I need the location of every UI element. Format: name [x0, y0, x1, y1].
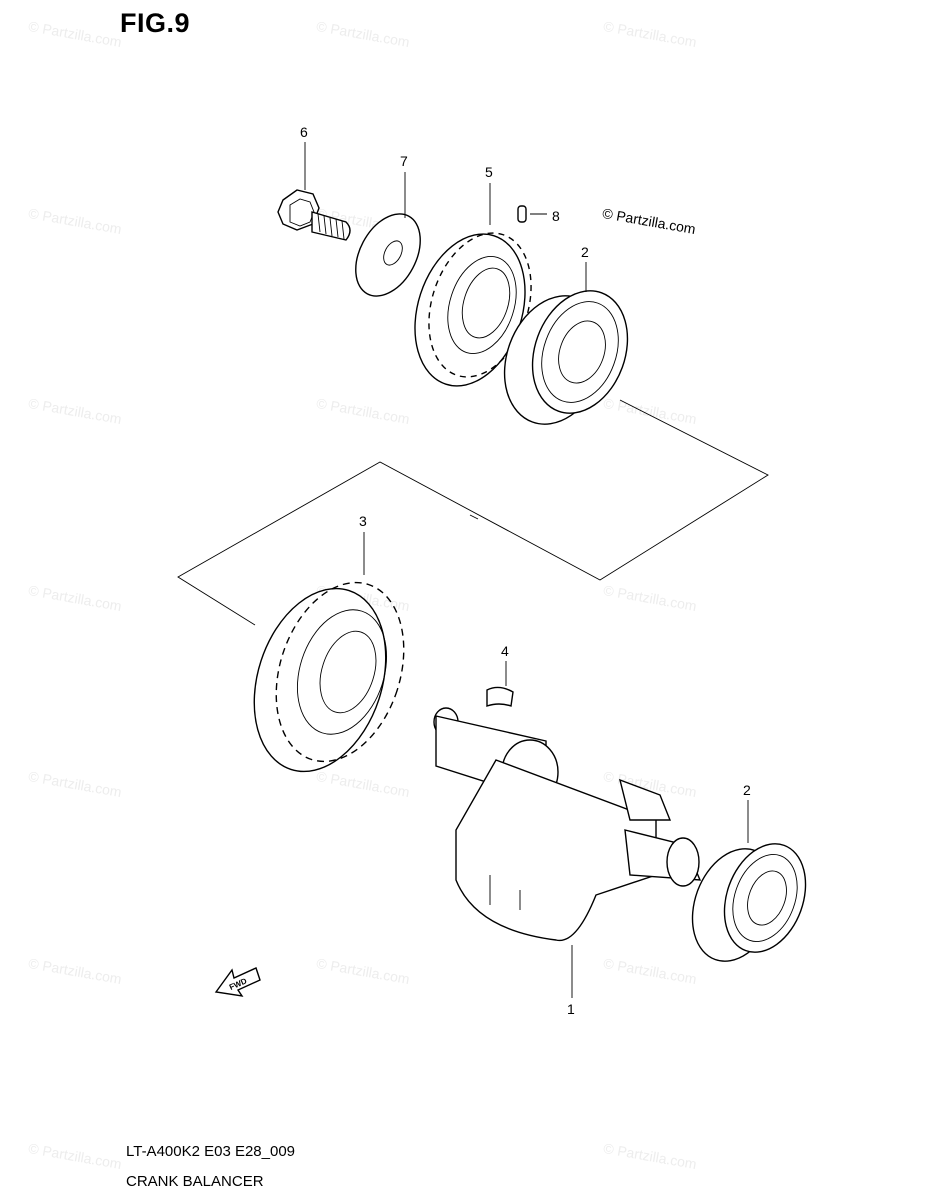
figure-name: CRANK BALANCER — [126, 1173, 264, 1190]
washer-icon — [355, 213, 421, 297]
gear-icon — [414, 232, 532, 387]
callout-7: 7 — [400, 153, 408, 169]
figure-title: FIG.9 — [120, 8, 191, 38]
bearing-upper-icon — [503, 290, 629, 425]
driven-gear-icon — [253, 581, 405, 773]
callout-5: 5 — [485, 164, 493, 180]
callout-2-lower: 2 — [743, 782, 751, 798]
callout-1: 1 — [567, 1001, 575, 1017]
figure-code: LT-A400K2 E03 E28_009 — [126, 1143, 296, 1160]
bolt-icon — [277, 189, 351, 241]
callout-8: 8 — [552, 208, 560, 224]
key-icon — [486, 686, 514, 707]
callout-4: 4 — [501, 643, 509, 659]
assembly-guide-line — [177, 399, 769, 626]
fwd-arrow-icon: FWD — [214, 967, 261, 997]
callout-2-upper: 2 — [581, 244, 589, 260]
callout-6: 6 — [300, 124, 308, 140]
assembly-guide-tick — [469, 514, 479, 520]
pin-icon — [517, 205, 527, 223]
bearing-lower-icon — [691, 843, 807, 962]
balancer-shaft-icon — [433, 707, 702, 942]
callout-3: 3 — [359, 513, 367, 529]
